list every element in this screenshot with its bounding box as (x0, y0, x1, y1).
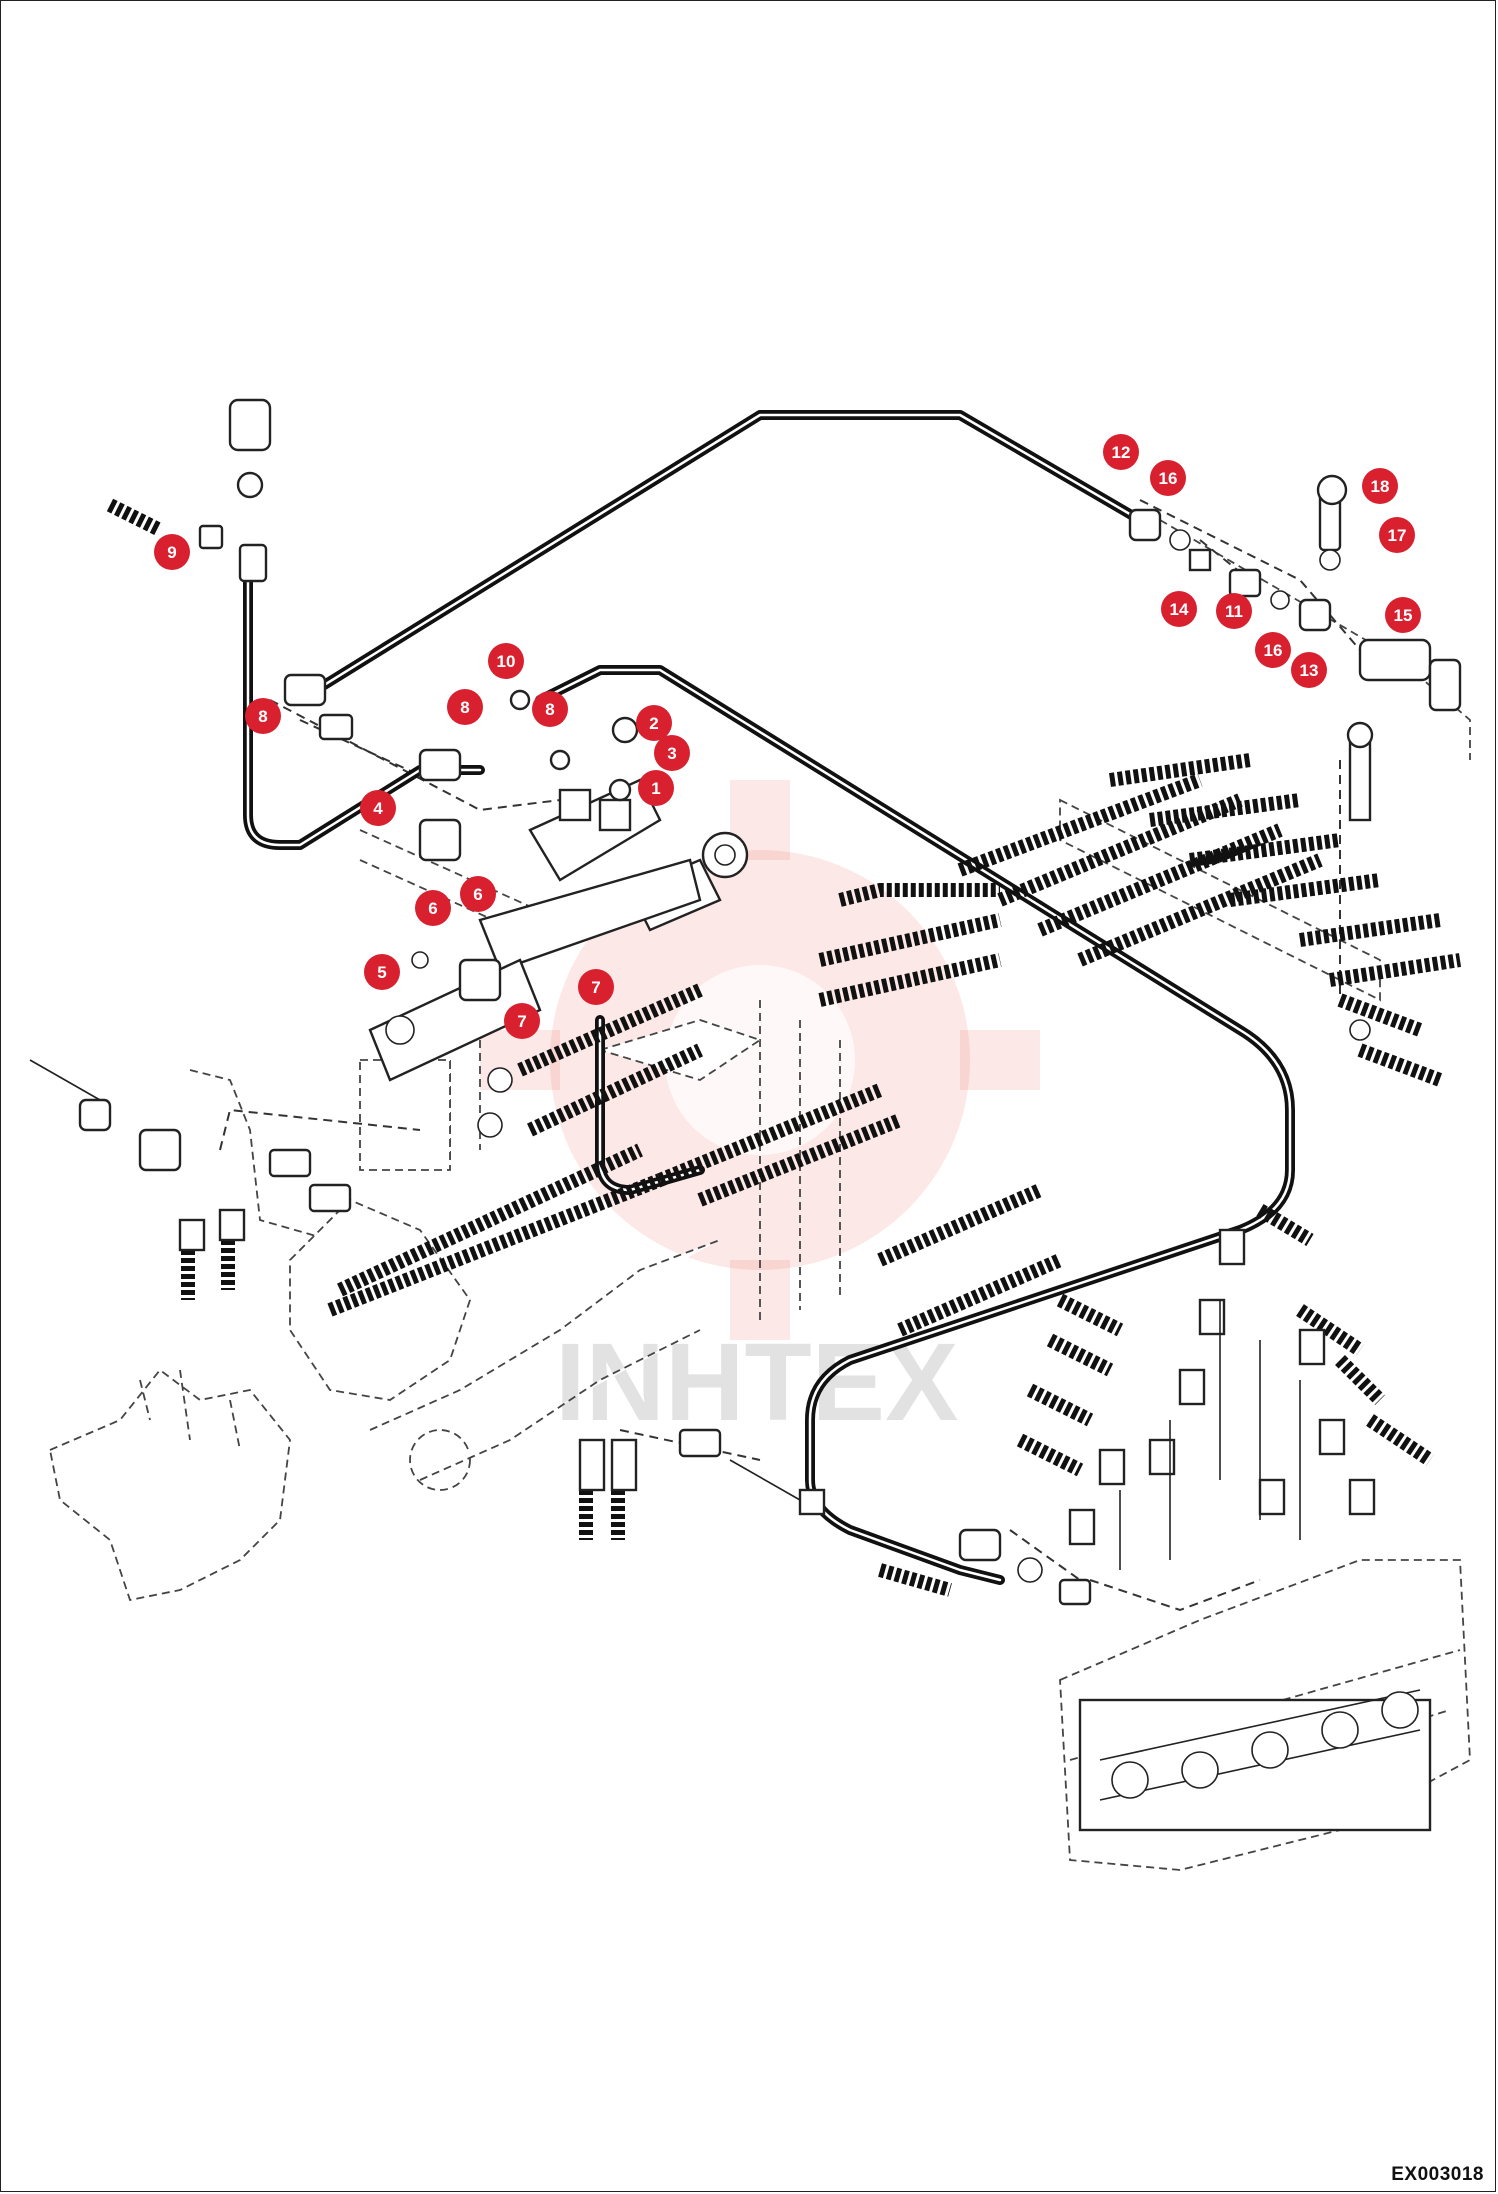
svg-text:11: 11 (1225, 602, 1243, 621)
callout-9: 9 (154, 534, 190, 570)
callout-8: 8 (245, 698, 281, 734)
callout-13: 13 (1291, 652, 1327, 688)
svg-text:14: 14 (1170, 600, 1189, 619)
svg-text:7: 7 (517, 1012, 526, 1031)
svg-text:1: 1 (651, 779, 660, 798)
callout-14: 14 (1161, 591, 1197, 627)
callout-17: 17 (1379, 517, 1415, 553)
svg-text:18: 18 (1371, 477, 1390, 496)
callout-16: 16 (1150, 460, 1186, 496)
svg-text:8: 8 (258, 707, 267, 726)
svg-text:5: 5 (377, 963, 386, 982)
callout-15: 15 (1385, 597, 1421, 633)
svg-text:6: 6 (428, 899, 437, 918)
watermark: INHTEX (480, 780, 1040, 1444)
callout-12: 12 (1103, 434, 1139, 470)
callout-16: 16 (1255, 632, 1291, 668)
svg-text:3: 3 (667, 744, 676, 763)
callout-2: 2 (636, 705, 672, 741)
callout-7: 7 (504, 1003, 540, 1039)
callout-8: 8 (447, 689, 483, 725)
svg-text:12: 12 (1112, 443, 1131, 462)
drawing-code: EX003018 (1391, 2164, 1484, 2185)
callout-1: 1 (638, 770, 674, 806)
callout-6: 6 (415, 890, 451, 926)
svg-text:10: 10 (497, 652, 516, 671)
ribbed-hoses (106, 498, 1462, 1597)
svg-text:9: 9 (167, 543, 176, 562)
callout-5: 5 (364, 954, 400, 990)
svg-text:16: 16 (1159, 469, 1178, 488)
svg-text:8: 8 (460, 698, 469, 717)
svg-text:16: 16 (1264, 641, 1283, 660)
callouts: 1 2 3 4 5 6 6 7 7 8 8 8 9 10 11 12 13 14… (154, 434, 1421, 1039)
svg-text:4: 4 (373, 799, 383, 818)
svg-text:15: 15 (1394, 606, 1413, 625)
svg-text:2: 2 (649, 714, 658, 733)
callout-3: 3 (654, 735, 690, 771)
components (29, 398, 1462, 1832)
svg-text:13: 13 (1300, 661, 1319, 680)
svg-text:6: 6 (473, 885, 482, 904)
callout-7: 7 (578, 969, 614, 1005)
callout-4: 4 (360, 790, 396, 826)
svg-text:8: 8 (545, 700, 554, 719)
callout-11: 11 (1216, 593, 1252, 629)
callout-6: 6 (460, 876, 496, 912)
callout-10: 10 (488, 643, 524, 679)
svg-text:7: 7 (591, 978, 600, 997)
callout-18: 18 (1362, 468, 1398, 504)
svg-text:17: 17 (1388, 526, 1407, 545)
callout-8: 8 (532, 691, 568, 727)
